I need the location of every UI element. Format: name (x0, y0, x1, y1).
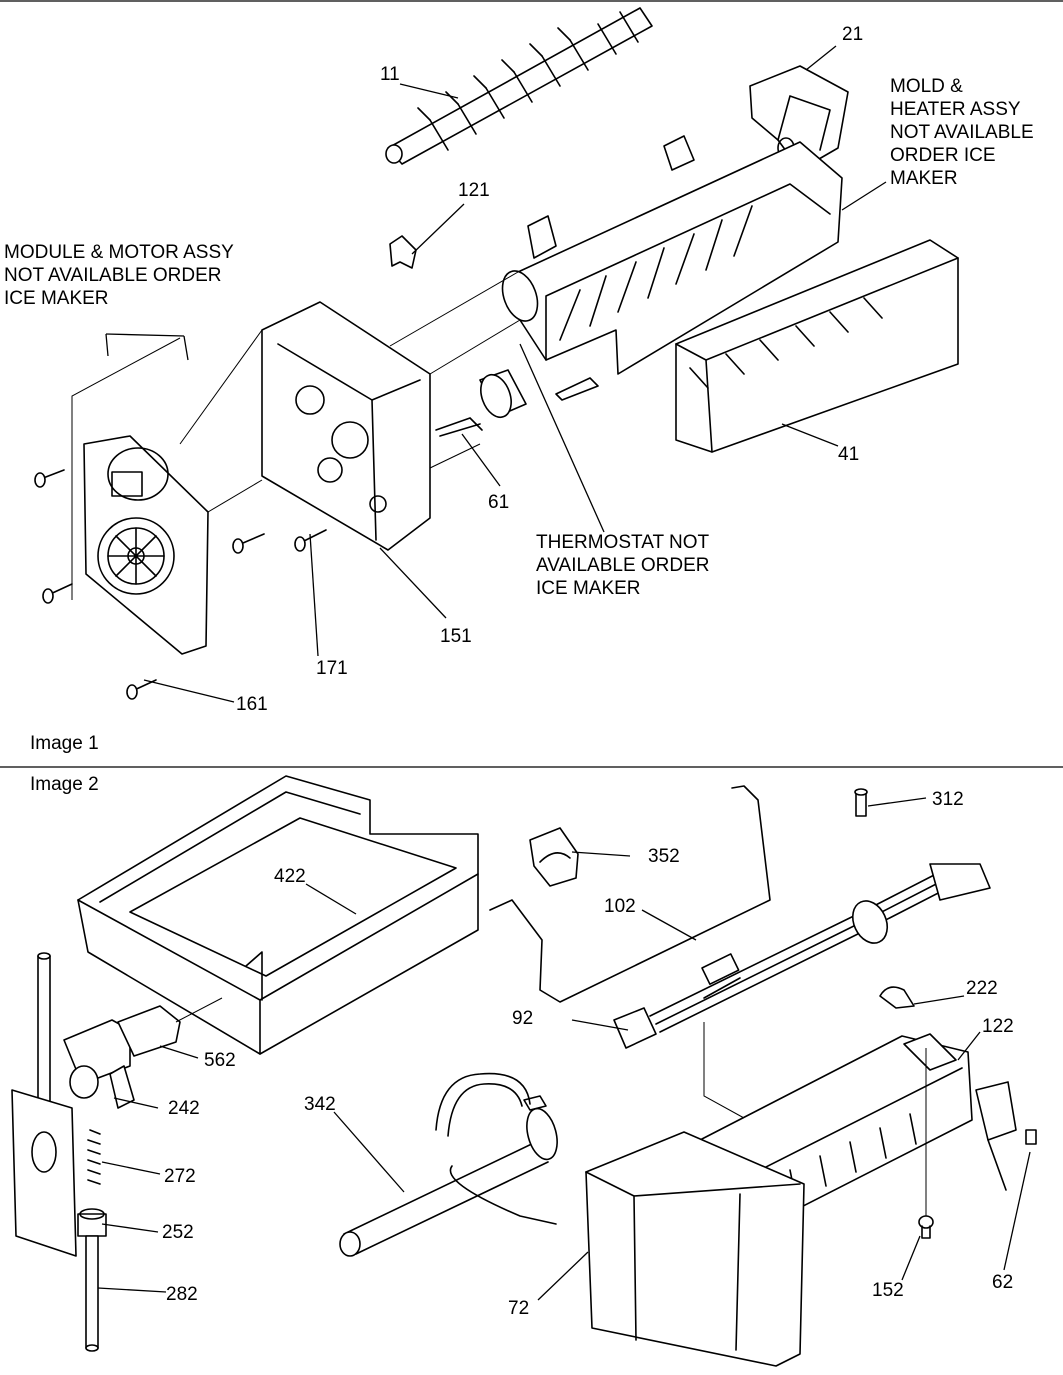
leader-lines-image2 (97, 797, 1031, 1301)
water-valve-assembly-part (11, 952, 223, 1352)
note-thermostat: THERMOSTAT NOT AVAILABLE ORDER ICE MAKER (536, 532, 710, 599)
callout-312: 312 (932, 789, 964, 810)
image2-caption: Image 2 (30, 774, 99, 795)
callout-342: 342 (304, 1094, 336, 1115)
shutoff-arm-part (489, 785, 771, 1003)
note-line: MOLD & (890, 76, 963, 97)
callout-282: 282 (166, 1284, 198, 1305)
callout-252: 252 (162, 1222, 194, 1243)
callout-152: 152 (872, 1280, 904, 1301)
screw-set-part (34, 469, 327, 700)
note-line: MODULE & MOTOR ASSY (4, 242, 234, 263)
note-line: NOT AVAILABLE ORDER (4, 265, 222, 286)
note-line: ORDER ICE (890, 145, 996, 166)
wire-harness-part (649, 863, 991, 1033)
callout-11: 11 (380, 64, 400, 85)
pin-part (854, 788, 868, 817)
callout-21: 21 (842, 24, 863, 45)
callout-41: 41 (838, 444, 859, 465)
callout-151: 151 (440, 626, 472, 647)
ice-maker-cover-part (585, 1131, 805, 1367)
note-mold-heater: MOLD & HEATER ASSY NOT AVAILABLE ORDER I… (890, 76, 1034, 189)
callout-92: 92 (512, 1008, 533, 1029)
image2-section: Image 2 (11, 774, 1037, 1367)
fill-tube-part (339, 1072, 558, 1257)
callout-422: 422 (274, 866, 306, 887)
leader-lines-image1 (105, 45, 887, 703)
harness-bracket-part (879, 986, 915, 1009)
note-line: AVAILABLE ORDER (536, 555, 710, 576)
thermostat-part (435, 270, 599, 437)
callout-242: 242 (168, 1098, 200, 1119)
image1-section: 11 21 121 41 61 151 171 161 MODULE & MOT… (4, 7, 1034, 754)
motor-plate-part (83, 435, 209, 655)
callout-72: 72 (508, 1298, 529, 1319)
callout-61: 61 (488, 492, 509, 513)
ice-mold-tray-part (517, 135, 843, 375)
callout-122: 122 (982, 1016, 1014, 1037)
callout-62: 62 (992, 1272, 1013, 1293)
mounting-screw-part (918, 1048, 934, 1239)
callout-102: 102 (604, 896, 636, 917)
ice-bucket-part (77, 775, 479, 1055)
clip-part (389, 235, 417, 269)
explosion-lines (71, 271, 521, 600)
note-line: ICE MAKER (536, 578, 641, 599)
image1-caption: Image 1 (30, 733, 99, 754)
note-line: THERMOSTAT NOT (536, 532, 710, 553)
connector-part (613, 1007, 657, 1049)
callout-352: 352 (648, 846, 680, 867)
note-line: ICE MAKER (4, 288, 109, 309)
callout-121: 121 (458, 180, 490, 201)
callout-562: 562 (204, 1050, 236, 1071)
module-housing-part (261, 301, 431, 551)
note-line: HEATER ASSY (890, 99, 1021, 120)
callout-272: 272 (164, 1166, 196, 1187)
note-line: NOT AVAILABLE (890, 122, 1034, 143)
callout-222: 222 (966, 978, 998, 999)
note-line: MAKER (890, 168, 958, 189)
callout-161: 161 (236, 694, 268, 715)
wire-clip-part (529, 827, 579, 887)
front-cover-part (675, 239, 959, 453)
note-module-motor: MODULE & MOTOR ASSY NOT AVAILABLE ORDER … (4, 242, 234, 309)
ejector-shaft-part (385, 7, 653, 165)
callout-171: 171 (316, 658, 348, 679)
